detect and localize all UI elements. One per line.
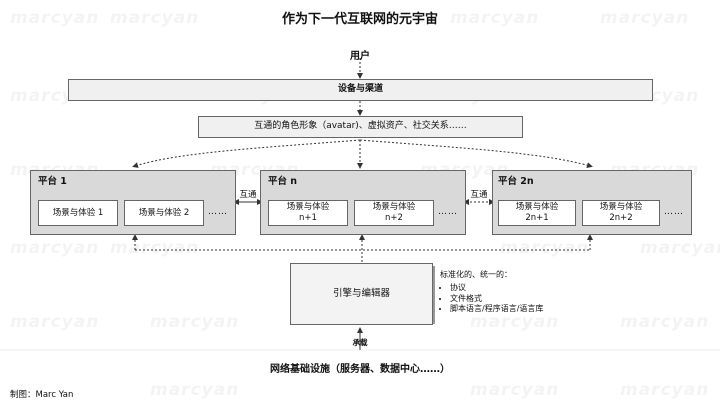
carry-label: 承载: [352, 338, 368, 347]
credit-text: 制图：Marc Yan: [10, 390, 74, 400]
platform-2n-scene-1: 场景与体验 2n+1: [498, 200, 576, 226]
platform-2n-scene-2: 场景与体验 2n+2: [582, 200, 660, 226]
standards-list: 协议 文件格式 脚本语言/程序语言/语言库: [440, 283, 640, 315]
platform-2n-label: 平台 2n: [498, 176, 534, 187]
arrow-roles-platform-2n: [359, 139, 593, 169]
platform-n-label: 平台 n: [268, 176, 298, 187]
platform-n-scene-2: 场景与体验 n+2: [354, 200, 434, 226]
platform-n-scene-1: 场景与体验 n+1: [268, 200, 348, 226]
devices-layer: 设备与渠道: [68, 79, 653, 101]
standards-heading: 标准化的、统一的：: [440, 270, 512, 279]
platform-1-ellipsis: ……: [208, 207, 228, 217]
infrastructure-layer: 网络基础设施（服务器、数据中心……）: [270, 364, 450, 375]
platform-2n-ellipsis: ……: [664, 207, 684, 217]
standards-item: 协议: [450, 283, 640, 294]
diagram-title: 作为下一代互联网的元宇宙: [281, 12, 438, 27]
platform-1-scene-2: 场景与体验 2: [124, 200, 204, 226]
platform-1-scene-1: 场景与体验 1: [38, 200, 118, 226]
standards-item: 文件格式: [450, 294, 640, 305]
standards-notes: 标准化的、统一的： 协议 文件格式 脚本语言/程序语言/语言库: [440, 270, 640, 315]
platform-n-ellipsis: ……: [438, 207, 458, 217]
arrow-roles-platform-1: [132, 139, 361, 168]
user-label: 用户: [350, 51, 370, 62]
engine-editor-box: 引擎与编辑器: [290, 263, 433, 325]
roles-layer: 互通的角色形象（avatar)、虚拟资产、社交关系……: [198, 116, 523, 138]
interop-label-2: 互通: [470, 190, 488, 200]
standards-item: 脚本语言/程序语言/语言库: [450, 304, 640, 315]
platform-1-label: 平台 1: [38, 176, 67, 187]
interop-label-1: 互通: [239, 190, 257, 200]
